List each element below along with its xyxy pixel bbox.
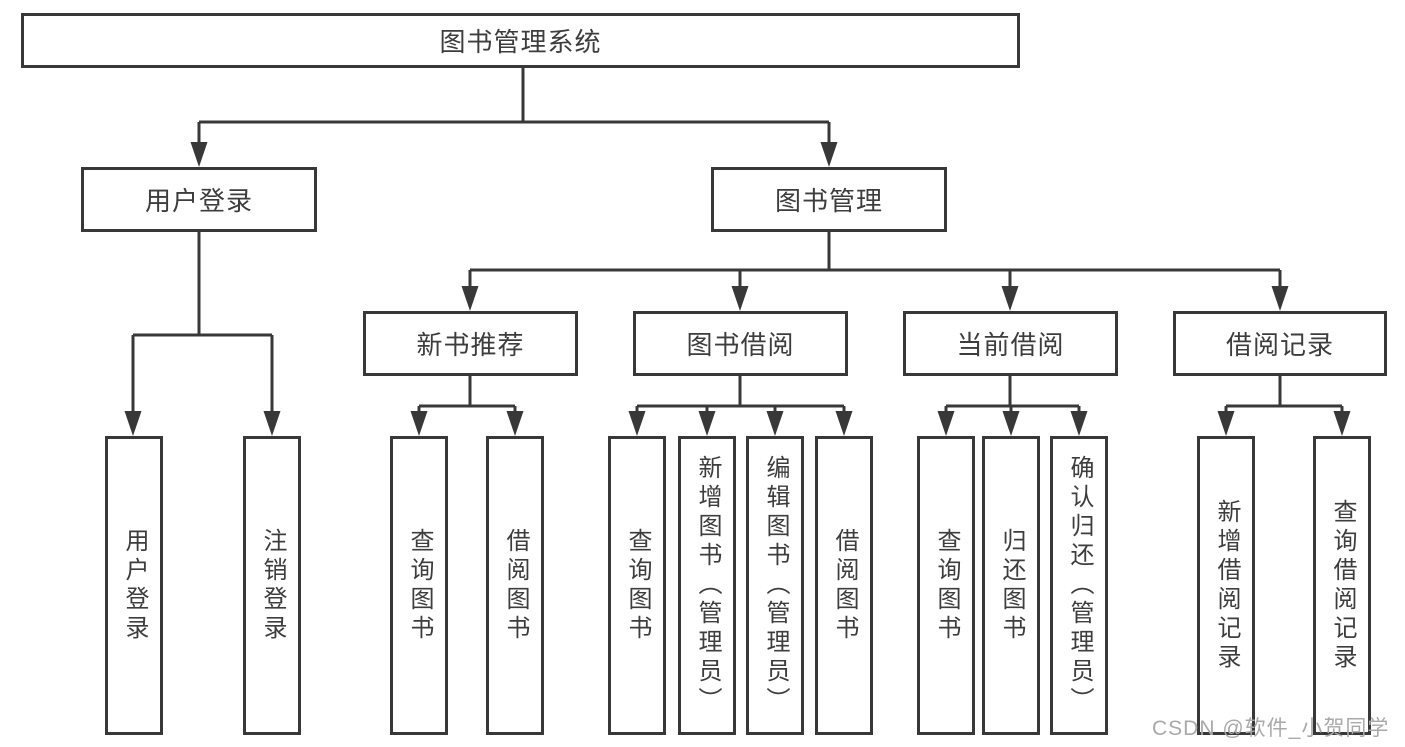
node-borrow-records: 借阅记录 xyxy=(1173,311,1387,376)
leaf-user-login: 用户登录 xyxy=(105,436,163,735)
arrowheads xyxy=(124,142,1351,436)
leaf-confirm-return-admin: 确认归还（管理员） xyxy=(1050,436,1108,735)
leaf-query-books-current: 查询图书 xyxy=(917,436,975,735)
connector-paths xyxy=(131,68,1344,414)
node-book-borrow: 图书借阅 xyxy=(633,311,848,376)
leaf-borrow-books: 借阅图书 xyxy=(815,436,873,735)
node-library-management-system: 图书管理系统 xyxy=(21,13,1020,68)
leaf-return-books: 归还图书 xyxy=(982,436,1040,735)
leaf-logout: 注销登录 xyxy=(243,436,301,735)
leaf-add-books-admin: 新增图书（管理员） xyxy=(678,436,736,735)
node-current-borrow: 当前借阅 xyxy=(903,311,1118,376)
leaf-borrow-books-recommend: 借阅图书 xyxy=(486,436,544,735)
node-user-login: 用户登录 xyxy=(81,167,317,232)
csdn-watermark: CSDN @软件_小贺同学 xyxy=(1152,717,1390,740)
leaf-query-books-recommend: 查询图书 xyxy=(390,436,448,735)
node-book-management: 图书管理 xyxy=(711,167,947,232)
leaf-add-borrow-record: 新增借阅记录 xyxy=(1197,436,1255,735)
leaf-edit-books-admin: 编辑图书（管理员） xyxy=(746,436,804,735)
node-new-book-recommend: 新书推荐 xyxy=(363,311,578,376)
leaf-query-books-borrow: 查询图书 xyxy=(608,436,666,735)
leaf-query-borrow-record: 查询借阅记录 xyxy=(1313,436,1371,735)
